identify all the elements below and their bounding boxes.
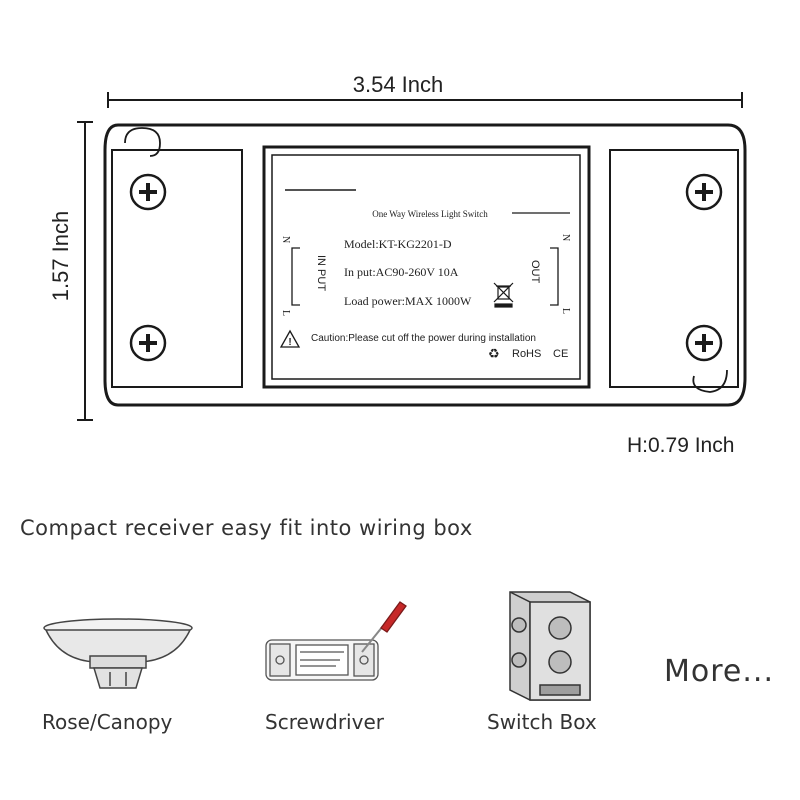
- screw-bottom-left-icon: [129, 324, 167, 362]
- screw-top-left-icon: [129, 173, 167, 211]
- output-label: OUT: [529, 260, 541, 284]
- caution-text: Caution:Please cut off the power during …: [311, 333, 536, 344]
- weee-bin-icon: [493, 282, 514, 308]
- input-terminal: [291, 247, 300, 306]
- depth-label: H:0.79 Inch: [627, 434, 734, 457]
- fit-label-rose: Rose/Canopy: [42, 710, 173, 734]
- device-title: One Way Wireless Light Switch: [372, 209, 488, 219]
- fit-label-screwdriver: Screwdriver: [265, 710, 384, 734]
- screw-bottom-right-icon: [685, 324, 723, 362]
- device-load: Load power:MAX 1000W: [344, 294, 472, 308]
- rohs-mark: RoHS: [512, 348, 541, 360]
- width-label: 3.54 Inch: [353, 72, 444, 97]
- svg-text:!: !: [288, 337, 291, 348]
- screwdriver-icon: [265, 601, 407, 681]
- fit-label-switch-box: Switch Box: [487, 710, 597, 734]
- output-l-label: L: [560, 308, 571, 314]
- input-label: IN PUT: [315, 255, 327, 291]
- width-dimension: [107, 92, 743, 108]
- caution-icon: !: [279, 329, 301, 348]
- more-label: More...: [664, 654, 774, 689]
- tagline: Compact receiver easy fit into wiring bo…: [20, 516, 473, 540]
- input-l-label: L: [280, 310, 291, 316]
- recycle-icon: ♻: [488, 346, 500, 361]
- height-label: 1.57 Inch: [48, 211, 73, 302]
- ce-mark: CE: [553, 348, 568, 360]
- receiver-body: [103, 123, 747, 407]
- input-n-label: N: [280, 236, 291, 243]
- output-n-label: N: [560, 234, 571, 241]
- screw-top-right-icon: [685, 173, 723, 211]
- device-input: In put:AC90-260V 10A: [344, 265, 459, 279]
- output-terminal: [550, 247, 559, 306]
- device-model: Model:KT-KG2201-D: [344, 237, 452, 251]
- switch-box-icon: [509, 591, 591, 701]
- height-dimension: [77, 121, 93, 421]
- ceiling-rose-icon: [43, 618, 193, 689]
